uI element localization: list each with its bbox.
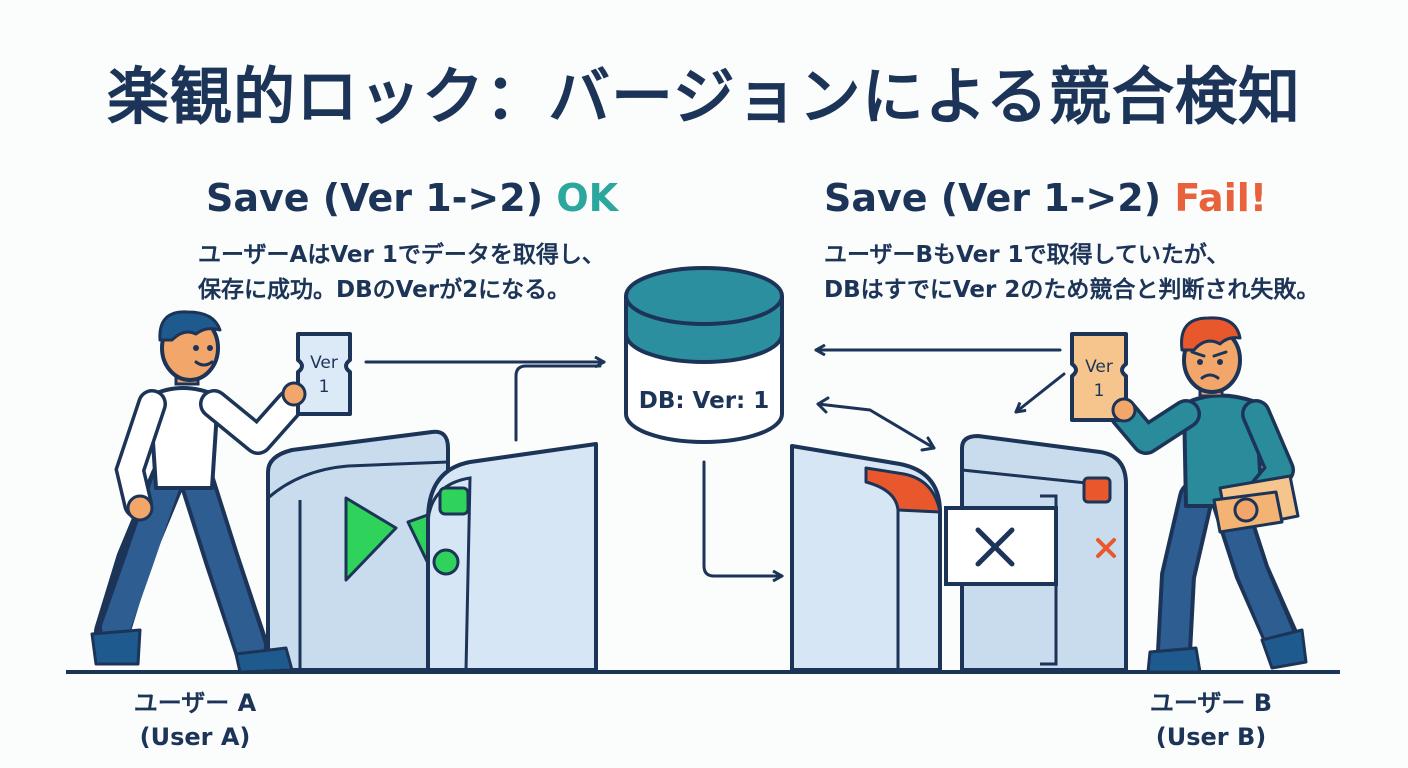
user-a-name: ユーザー A bbox=[133, 689, 257, 717]
cross-icon-small bbox=[1096, 538, 1116, 558]
gate-icon-left-back bbox=[266, 429, 450, 672]
left-status-ok: OK bbox=[556, 176, 619, 220]
gate-icon-right-front bbox=[790, 444, 942, 672]
left-description: ユーザーAはVer 1でデータを取得し、 保存に成功。DBのVerが2になる。 bbox=[198, 238, 605, 308]
user-b-label: ユーザー B (User B) bbox=[1126, 686, 1296, 754]
gate-icon-right-back bbox=[944, 434, 1128, 672]
arrow-icon-ticket-b-to-db bbox=[1014, 372, 1066, 414]
ticket-num-b: 1 bbox=[1094, 381, 1105, 401]
gate-icon-left-front bbox=[426, 442, 598, 672]
page-title: 楽観的ロック：バージョンによる競合検知 bbox=[107, 60, 1301, 133]
right-heading: Save (Ver 1->2) Fail! bbox=[824, 176, 1267, 220]
left-heading-text: Save (Ver 1->2) bbox=[206, 176, 544, 220]
db-label: DB: Ver: 1 bbox=[639, 388, 770, 414]
arrow-icon-gate-a-to-db bbox=[514, 364, 602, 442]
right-desc-line1: ユーザーBもVer 1で取得していたが、 bbox=[824, 242, 1230, 268]
person-icon-user-b bbox=[1109, 316, 1308, 674]
arrow-icon-db-to-gate-b bbox=[702, 460, 784, 576]
user-a-en: (User A) bbox=[139, 723, 251, 751]
person-icon-user-a bbox=[90, 310, 305, 674]
green-flap-icon bbox=[344, 496, 398, 582]
cross-icon bbox=[975, 527, 1015, 567]
right-status-fail: Fail! bbox=[1174, 176, 1268, 220]
database-icon bbox=[624, 266, 784, 444]
barrier-block bbox=[944, 506, 1058, 586]
user-b-name: ユーザー B bbox=[1149, 689, 1273, 717]
arrows bbox=[364, 350, 1066, 576]
ticket-icon-user-a bbox=[296, 332, 352, 416]
green-signal-icon bbox=[438, 486, 470, 516]
right-desc-line2: DBはすでにVer 2のため競合と判断され失敗。 bbox=[824, 277, 1320, 303]
left-desc-line2: 保存に成功。DBのVerが2になる。 bbox=[198, 277, 571, 303]
ticket-label-a: Ver bbox=[310, 353, 338, 373]
right-description: ユーザーBもVer 1で取得していたが、 DBはすでにVer 2のため競合と判断… bbox=[824, 238, 1319, 308]
user-b-en: (User B) bbox=[1155, 723, 1267, 751]
right-heading-text: Save (Ver 1->2) bbox=[824, 176, 1162, 220]
arrow-icon-db-to-gate-b-reject bbox=[816, 402, 936, 450]
ticket-num-a: 1 bbox=[319, 377, 330, 397]
green-light-icon bbox=[432, 548, 460, 576]
left-desc-line1: ユーザーAはVer 1でデータを取得し、 bbox=[198, 242, 605, 268]
left-heading: Save (Ver 1->2) OK bbox=[206, 176, 618, 220]
user-a-label: ユーザー A (User A) bbox=[110, 686, 280, 754]
ticket-label-b: Ver bbox=[1085, 357, 1113, 377]
